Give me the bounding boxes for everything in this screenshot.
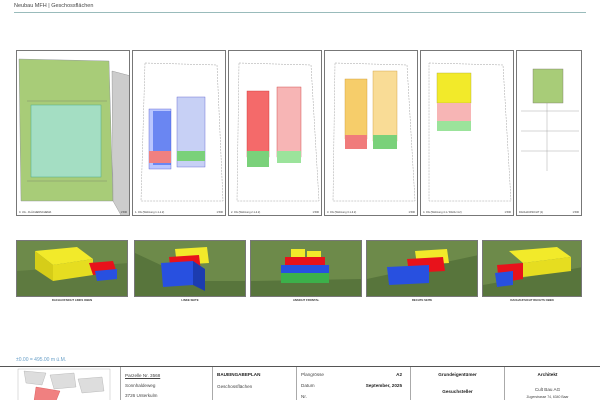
roof-plan-drawing [521,68,579,171]
floor-plans-row: 0. UG - FLÄCHENSCHEMA 1:500 1. OG (Wohnu… [16,50,582,216]
plan-subtitle: Geschossflächen [217,384,253,389]
applicant-label: Gesuchsteller [442,389,473,394]
owner-cell: Grundeigentümer Gesuchsteller [410,367,504,400]
title-block: Parzelle Nr. 3568 Sonnhaldeweg 3726 Unte… [0,366,600,400]
parcel-cell: Parzelle Nr. 3568 Sonnhaldeweg 3726 Unte… [120,367,212,400]
owner-label: Grundeigentümer [438,372,477,377]
plan-scale: 1:500 [216,211,224,214]
location-map-thumbnail [17,368,111,400]
plan-title: BAUEINGABEPLAN [217,372,261,377]
floor-plan-drawing [332,62,416,202]
3d-massing-drawing [483,241,581,296]
plangroesse-label: Plangrösse [301,372,324,377]
floor-plan-drawing [140,62,224,202]
view-ansicht-frontal: ANSICHT FRONTAL [250,240,362,302]
plan-scale: 1:500 [120,211,128,214]
floor-plan-dach: DACHAUFSICHT (1) 1:500 [516,50,582,216]
architect-cell: Architekt Cult Bau AG Zugerstrasse 74, 6… [504,367,590,400]
site-plan-drawing [17,51,129,215]
view-dachaufsicht-rechts: DACHAUFSICHT RECHTS OBEN [482,240,582,302]
architect-address: Zugerstrasse 74, 6340 Baar [526,395,569,399]
3d-massing-drawing [17,241,127,296]
plan-scale: 1:500 [504,211,512,214]
floor-plan-3og: 3. OG (Wohnung 3.1-3.2) 1:500 [324,50,418,216]
3d-massing-drawing [135,241,245,296]
street: Sonnhaldeweg [125,383,156,388]
view-linke-seite: LINKE SEITE [134,240,246,302]
plan-caption: 0. UG - FLÄCHENSCHEMA [19,211,52,214]
city: 3726 Unterkulm [125,393,158,398]
3d-massing-drawing [367,241,477,296]
floor-plan-drawing [236,62,320,202]
floor-plan-drawing [428,62,512,202]
datum-label: Datum [301,383,315,388]
view-caption: DACHAUFSICHT LINKS OBEN [51,298,93,302]
view-caption: RECHTE SEITE [411,298,433,302]
floor-plan-1og: 1. OG (Wohnung 1.1-1.2) 1:500 [132,50,226,216]
plan-caption: 1. OG (Wohnung 1.1-1.2) [135,211,165,214]
parcel-number: Parzelle Nr. 3568 [125,373,161,378]
plan-scale: 1:500 [312,211,320,214]
floor-plan-4og: 4. OG (Wohnung 4.1 / DACH 4.2) 1:500 [420,50,514,216]
view-caption: ANSICHT FRONTAL [292,298,320,302]
plan-caption: DACHAUFSICHT (1) [519,211,544,214]
plan-scale: 1:500 [572,211,580,214]
view-caption: DACHAUFSICHT RECHTS OBEN [510,298,554,302]
plan-caption: 2. OG (Wohnung 2.1-2.2) [231,211,261,214]
3d-views-row: DACHAUFSICHT LINKS OBEN LINKE SEITE [16,240,582,302]
view-caption: LINKE SEITE [181,298,199,302]
architect-name: Cult Bau AG [534,387,561,392]
nr-label: Nr. [301,394,307,399]
location-thumbnail-cell [16,367,112,400]
plan-scale: 1:500 [408,211,416,214]
floor-plan-ug: 0. UG - FLÄCHENSCHEMA 1:500 [16,50,130,216]
elevation-note: ±0.00 = 495.00 m ü.M. [16,357,67,363]
plan-title-cell: BAUEINGABEPLAN Geschossflächen [212,367,296,400]
view-rechte-seite: RECHTE SEITE [366,240,478,302]
header-title: Neubau MFH | Geschossflächen [14,3,94,9]
architect-label: Architekt [537,372,558,377]
floor-plan-2og: 2. OG (Wohnung 2.1-2.2) 1:500 [228,50,322,216]
plan-caption: 3. OG (Wohnung 3.1-3.2) [327,211,357,214]
plan-meta-cell: Plangrösse A2 Datum September, 2025 Nr. [296,367,410,400]
header-rule [14,12,586,13]
plan-caption: 4. OG (Wohnung 4.1 / DACH 4.2) [423,211,462,214]
view-dachaufsicht-links: DACHAUFSICHT LINKS OBEN [16,240,128,302]
plangroesse-value: A2 [396,372,402,377]
3d-massing-drawing [251,241,361,296]
datum-value: September, 2025 [365,383,402,388]
